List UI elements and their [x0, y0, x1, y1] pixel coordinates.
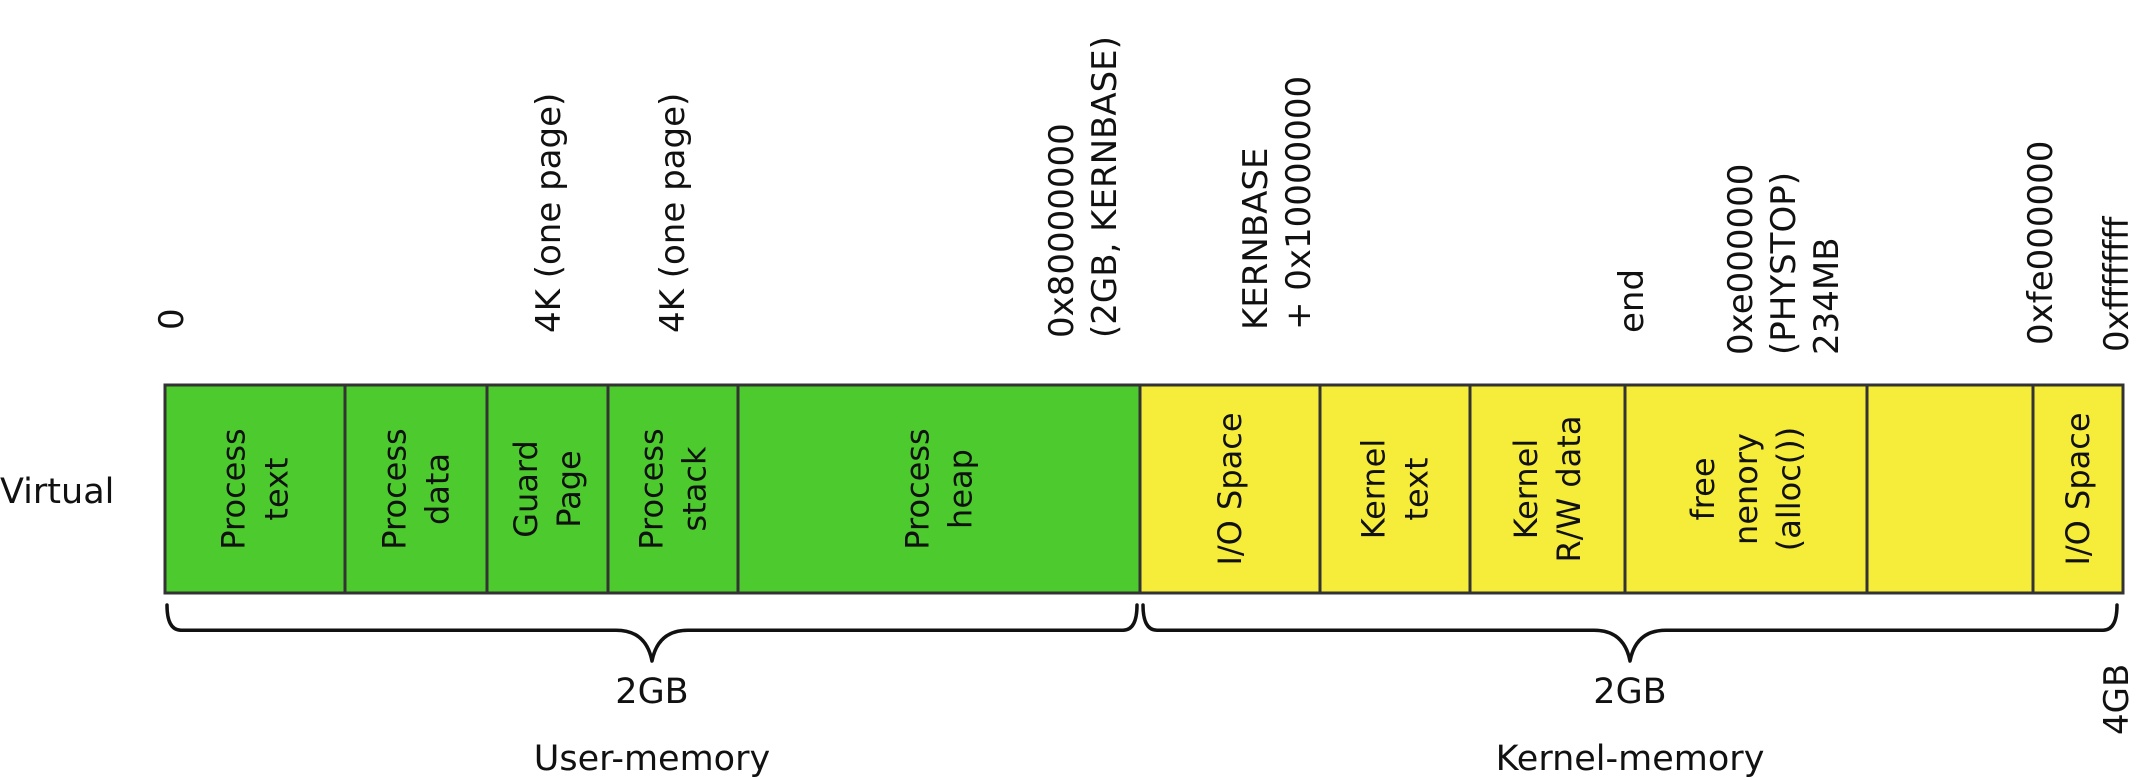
address-label-kernbase: 0x80000000 — [1042, 123, 1082, 338]
span-size-label: 2GB — [1593, 672, 1666, 712]
segment-label: Process — [899, 428, 937, 549]
segment-box — [1468, 383, 1627, 595]
address-label-end: end — [1612, 269, 1652, 333]
address-labels: 0 4K (one page) 4K (one page) 0x80000000(2G… — [152, 36, 2137, 735]
address-label-ffffffff: 0xffffffff — [2097, 215, 2137, 352]
segment-box — [1318, 383, 1472, 595]
span-user: 2GB User-memory — [165, 603, 1139, 779]
segment-unlabeled — [1865, 383, 2035, 595]
address-label-fe000000: 0xfe000000 — [2021, 141, 2061, 345]
segment-label: Process — [376, 428, 414, 549]
address-label-stack-4k: 4K (one page) — [653, 93, 693, 333]
region-spans: 2GB User-memory 2GB Kernel-memory — [165, 603, 2119, 779]
segment-label: Page — [550, 450, 588, 527]
segment-box — [736, 383, 1142, 595]
curly-brace — [165, 603, 1139, 663]
segment-label: nenory — [1727, 433, 1765, 545]
segment-label: I/O Space — [1211, 412, 1249, 565]
segment-box — [1623, 383, 1869, 595]
span-name-label: User-memory — [534, 739, 770, 779]
address-label-phystop: 234MB — [1807, 237, 1847, 355]
span-size-label: 2GB — [615, 672, 688, 712]
segment-box — [343, 383, 489, 595]
curly-brace — [1141, 603, 2119, 663]
address-label-phystop: (PHYSTOP) — [1764, 172, 1804, 355]
span-name-label: Kernel-memory — [1496, 739, 1765, 779]
segment-io-space-high: I/O Space — [2031, 383, 2125, 595]
segment-label: text — [258, 457, 296, 520]
address-label-guard-4k: 4K (one page) — [529, 93, 569, 333]
segment-label: text — [1398, 457, 1436, 520]
segment-label: R/W data — [1550, 416, 1588, 563]
span-kernel: 2GB Kernel-memory — [1141, 603, 2119, 779]
segment-label: data — [419, 453, 457, 525]
segment-label: stack — [676, 446, 714, 531]
segment-label: Kernel — [1507, 439, 1545, 540]
segment-io-space-low: I/O Space — [1138, 383, 1322, 595]
address-label-kernbase-plus: + 0x10000000 — [1279, 76, 1319, 330]
segment-label: Process — [633, 428, 671, 549]
segment-label: Kernel — [1355, 439, 1393, 540]
address-label-kernbase: (2GB, KERNBASE) — [1085, 36, 1125, 338]
segment-box — [1865, 383, 2035, 595]
segment-label: (alloc()) — [1770, 427, 1808, 552]
segment-label: heap — [942, 449, 980, 529]
segment-box — [163, 383, 347, 595]
segment-box — [485, 383, 610, 595]
address-label-kernbase-plus: KERNBASE — [1236, 148, 1276, 330]
address-label-phystop: 0xe000000 — [1721, 164, 1761, 355]
segment-box — [1138, 383, 1322, 595]
segment-label: I/O Space — [2059, 412, 2097, 565]
segment-box — [2031, 383, 2125, 595]
address-label-zero: 0 — [152, 308, 192, 330]
segment-label: free — [1684, 457, 1722, 520]
segment-label: Process — [215, 428, 253, 549]
address-label-four-gb: 4GB — [2097, 664, 2137, 735]
row-label: Virtual — [0, 472, 114, 512]
segment-label: Guard — [507, 440, 545, 538]
segment-box — [606, 383, 740, 595]
